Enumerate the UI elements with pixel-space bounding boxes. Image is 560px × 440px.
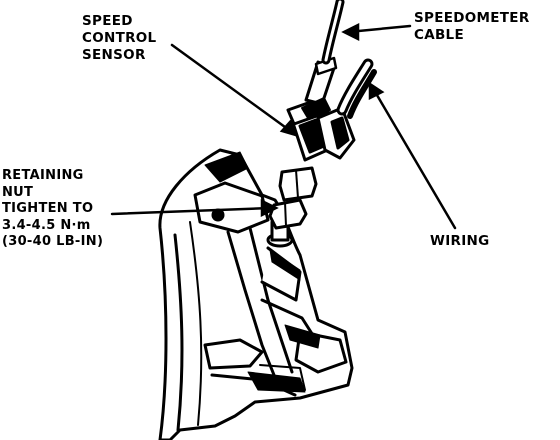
label-line: SENSOR: [82, 47, 146, 63]
retaining-nut: [268, 198, 308, 230]
cable-ferrule: [301, 97, 331, 119]
transmission-housing: [158, 148, 354, 440]
arrow-retaining-nut: [260, 198, 279, 218]
label-line: NUT: [2, 184, 34, 200]
label-line: RETAINING: [2, 168, 84, 183]
housing-rib: [248, 226, 294, 374]
label-line: (30-40 LB-IN): [2, 234, 104, 249]
label-line: SPEEDOMETER: [414, 10, 530, 26]
housing-edge-line: [173, 233, 184, 432]
housing-rib: [203, 338, 264, 370]
leader-speed-sensor: [170, 43, 298, 137]
wire-inner: [339, 61, 371, 113]
housing-rib: [259, 364, 306, 391]
mounting-boss: [193, 181, 270, 234]
housing-shadow: [284, 324, 321, 349]
leader-wiring: [372, 88, 457, 230]
wiring-harness: [336, 58, 377, 119]
cable-line-highlight: [324, 0, 342, 62]
speedometer-cable: [301, 0, 345, 119]
housing-shadow: [269, 249, 301, 281]
label-line: SPEED: [82, 13, 133, 29]
leader-lines: [110, 22, 457, 230]
sensor-assembly: [266, 96, 356, 248]
housing-edge-line: [189, 221, 203, 426]
boss-dark-face: [204, 151, 249, 183]
label-line: 3.4-4.5 N·m: [2, 217, 91, 233]
arrow-speedometer-cable: [341, 22, 360, 42]
label-line: CONTROL: [82, 30, 157, 46]
arrow-speed-sensor: [279, 119, 299, 137]
wire-outer: [347, 69, 377, 119]
housing-shadow: [247, 371, 306, 393]
label-retaining-nut: RETAINING NUT TIGHTEN TO 3.4-4.5 N·m (30…: [2, 168, 103, 251]
label-line: TIGHTEN TO: [2, 201, 94, 216]
label-speed-control-sensor: SPEED CONTROL SENSOR: [82, 13, 156, 64]
arrow-wiring: [368, 81, 385, 101]
label-line: CABLE: [414, 27, 464, 43]
leader-retaining-nut: [110, 206, 272, 216]
label-wiring: WIRING: [430, 233, 490, 249]
connector-shade: [330, 116, 350, 150]
label-speedometer-cable: SPEEDOMETER CABLE: [414, 10, 530, 44]
